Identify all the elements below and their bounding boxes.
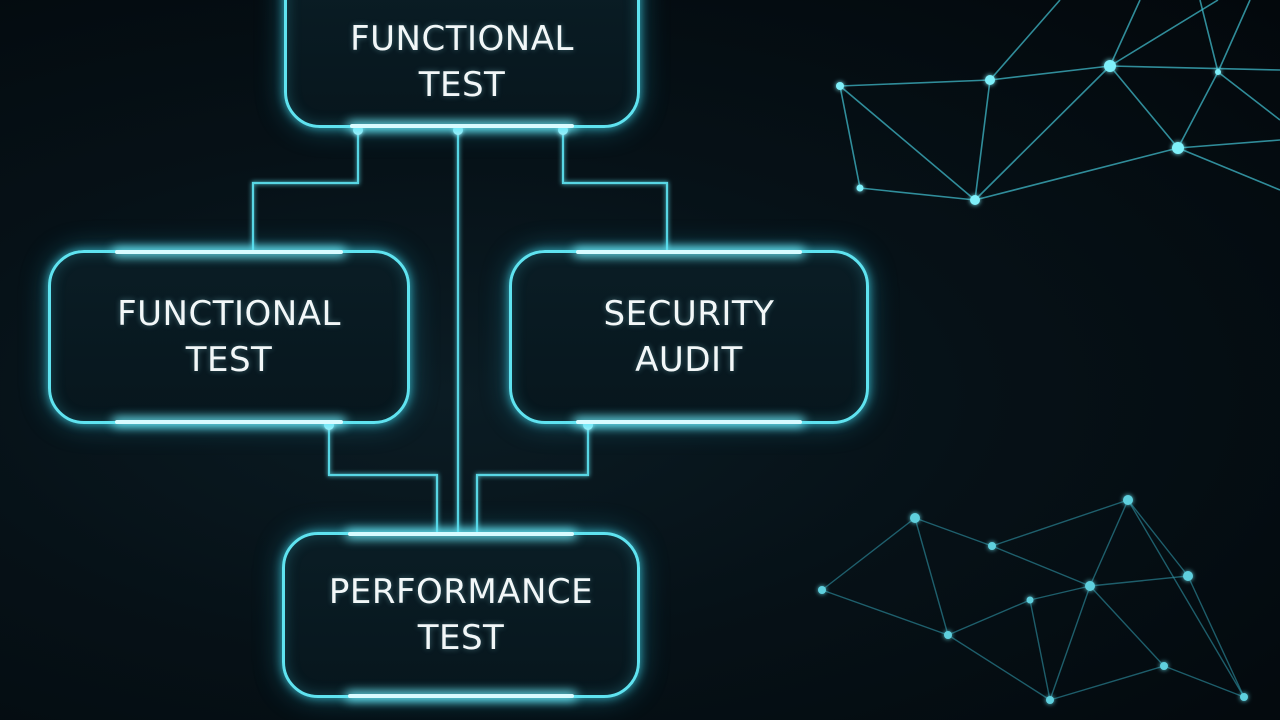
top-right-mesh xyxy=(839,0,1280,201)
bottom-right-mesh-nodes xyxy=(818,495,1248,704)
edge-top-to-right xyxy=(561,130,669,250)
node-label: SECURITY AUDIT xyxy=(603,294,775,380)
node-label: FUNCTIONAL TEST xyxy=(350,19,574,105)
node-label: PERFORMANCE TEST xyxy=(328,572,594,658)
edge-top-to-left xyxy=(251,130,360,250)
edge-right-to-bottom xyxy=(475,424,590,532)
node-label: FUNCTIONAL TEST xyxy=(117,294,341,380)
node-performance-test: PERFORMANCE TEST xyxy=(282,532,640,698)
top-right-mesh-nodes xyxy=(836,60,1221,205)
bottom-right-mesh xyxy=(821,499,1245,701)
edge-left-to-bottom xyxy=(327,424,439,532)
node-functional-test-left: FUNCTIONAL TEST xyxy=(48,250,410,424)
node-functional-test-top: FUNCTIONAL TEST xyxy=(284,0,640,128)
node-security-audit: SECURITY AUDIT xyxy=(509,250,869,424)
